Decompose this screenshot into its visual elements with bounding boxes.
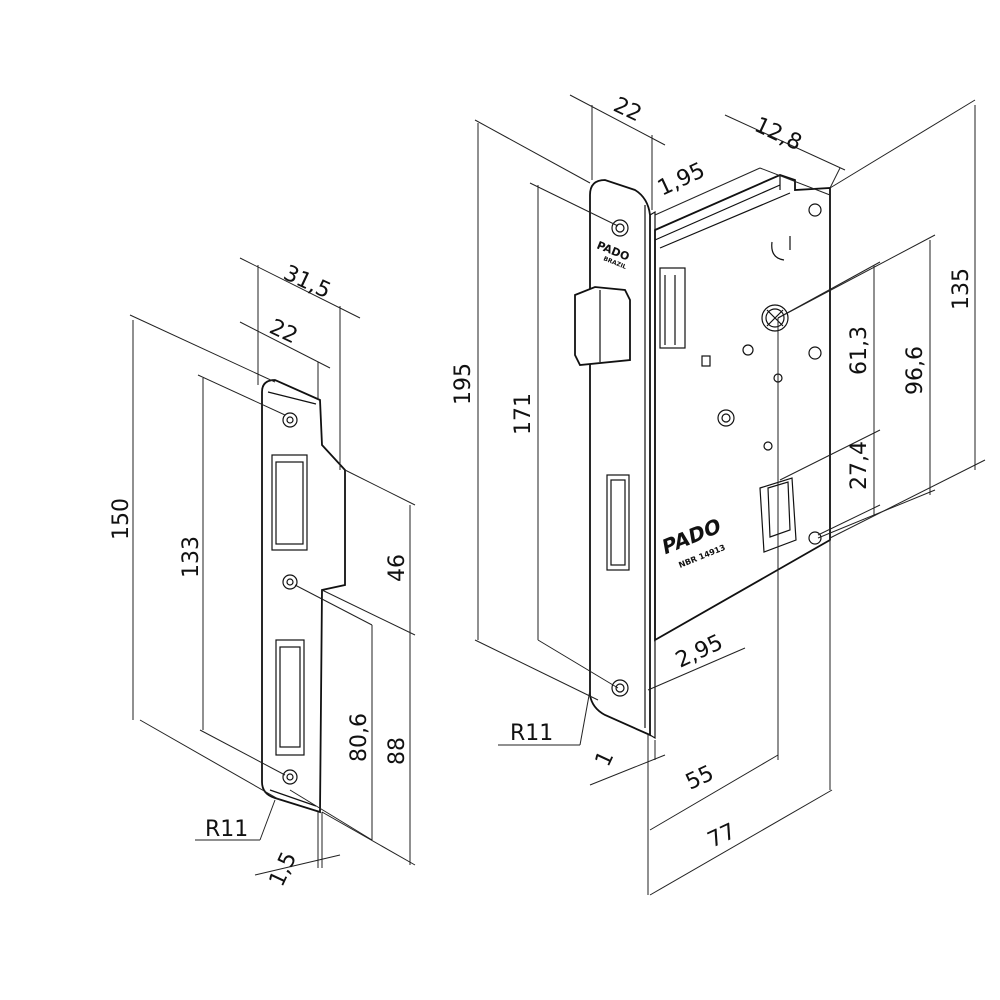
dim-1: 1 <box>591 747 620 770</box>
dim-80-6: 80,6 <box>347 713 372 762</box>
dim-r11-lock: R11 <box>510 721 553 746</box>
dim-1-5: 1,5 <box>265 848 302 890</box>
dim-171: 171 <box>511 393 536 435</box>
dim-22-faceplate: 22 <box>609 93 645 127</box>
strike-plate-dimension-lines <box>129 257 416 876</box>
dim-55: 55 <box>682 761 718 795</box>
dim-135: 135 <box>949 268 974 310</box>
dim-22-strike: 22 <box>265 315 301 349</box>
dim-150: 150 <box>109 498 134 540</box>
dim-88: 88 <box>385 737 410 765</box>
dim-77: 77 <box>704 819 740 853</box>
dim-27-4: 27,4 <box>847 441 872 490</box>
dim-r11-strike: R11 <box>205 817 248 842</box>
dim-31-5: 31,5 <box>279 261 334 304</box>
dim-46: 46 <box>385 554 410 582</box>
dim-195: 195 <box>451 363 476 405</box>
dim-133: 133 <box>179 536 204 578</box>
lock-body: PADO NBR 14913 <box>654 174 831 642</box>
faceplate: PADO BRAZIL <box>574 179 656 740</box>
dim-96-6: 96,6 <box>903 346 928 395</box>
dim-12-8: 12,8 <box>750 113 805 156</box>
dim-2-95: 2,95 <box>672 630 727 673</box>
strike-plate <box>261 379 346 814</box>
dim-61-3: 61,3 <box>847 326 872 375</box>
strike-plate-dimension-labels: 31,5 22 150 133 46 80,6 88 R11 1,5 <box>109 261 410 891</box>
lock-dimension-lines <box>474 94 986 896</box>
